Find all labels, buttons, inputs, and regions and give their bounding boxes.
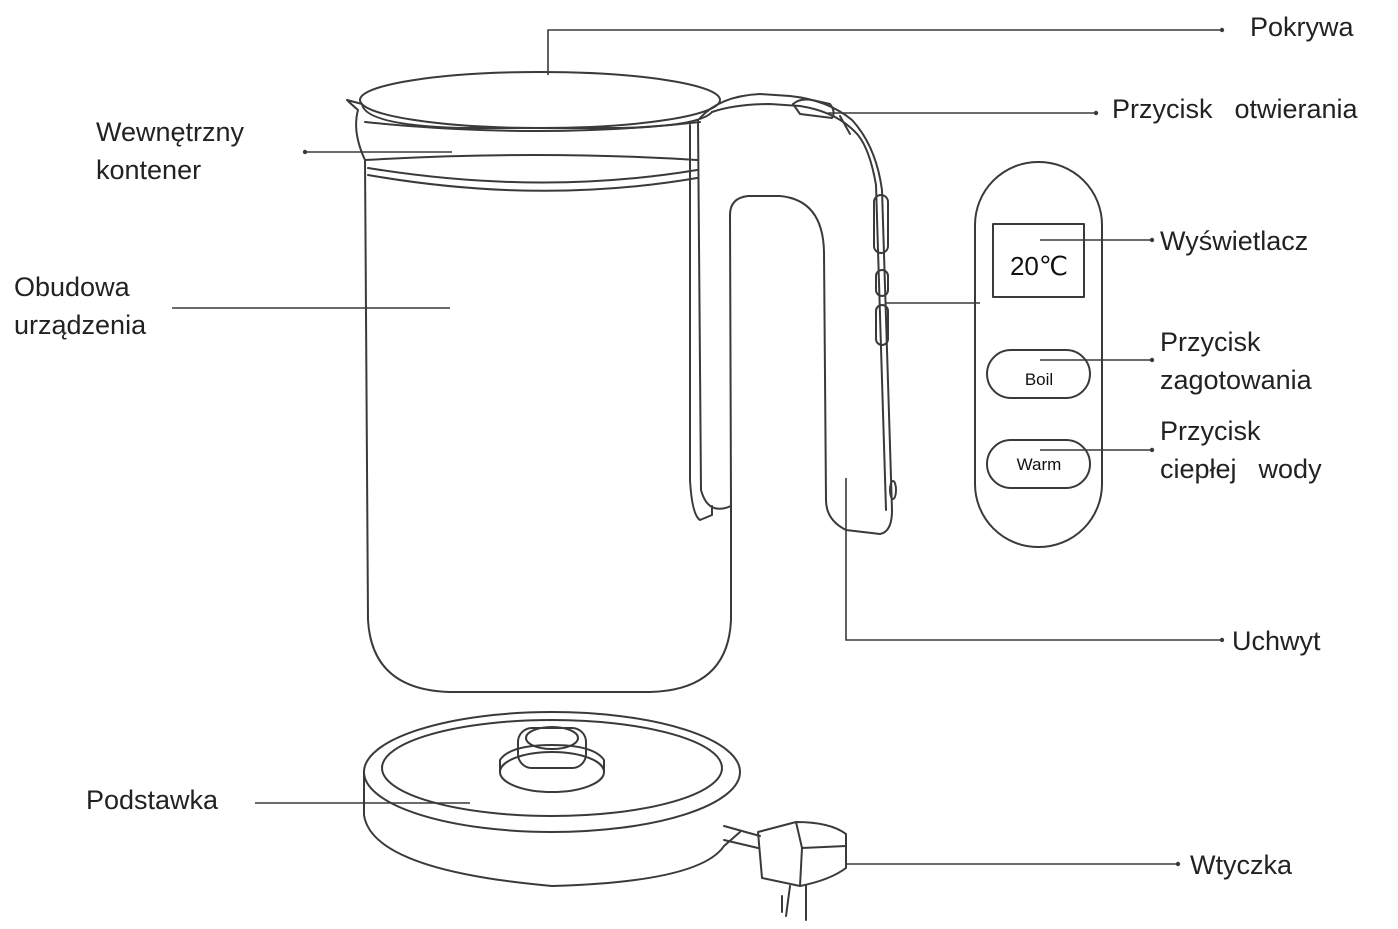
label-warm-button-word1: ciepłej — [1160, 454, 1237, 484]
label-inner-container-line1: Wewnętrzny — [96, 117, 245, 147]
leader-handle — [845, 478, 1222, 641]
label-boil-button: Przycisk zagotowania — [1160, 323, 1312, 399]
label-lid: Pokrywa — [1250, 12, 1354, 42]
label-plug: Wtyczka — [1190, 850, 1293, 880]
lid-drawing — [359, 71, 721, 132]
kettle-body-drawing — [346, 99, 732, 693]
handle-drawing — [699, 93, 897, 535]
label-boil-button-line1: Przycisk — [1160, 327, 1261, 357]
label-base: Podstawka — [86, 785, 219, 815]
label-handle: Uchwyt — [1232, 626, 1321, 656]
label-display: Wyświetlacz — [1160, 226, 1309, 256]
label-open-button-word1: Przycisk — [1112, 94, 1213, 124]
temperature-readout: 20℃ — [1010, 251, 1068, 281]
label-warm-button-line2: ciepłej wody — [1160, 450, 1322, 488]
leader-lid — [547, 29, 1222, 75]
leader-lines — [172, 29, 1222, 865]
warm-button-label: Warm — [1017, 455, 1062, 474]
label-open-button-word2: otwierania — [1234, 94, 1358, 124]
label-inner-container-line2: kontener — [96, 155, 202, 185]
label-inner-container: Wewnętrzny kontener — [96, 113, 244, 189]
boil-button-label: Boil — [1025, 370, 1053, 389]
label-boil-button-line2: zagotowania — [1160, 365, 1312, 395]
label-housing: Obudowa urządzenia — [14, 268, 146, 344]
base-drawing — [363, 711, 847, 921]
control-panel-drawing — [974, 161, 1103, 548]
label-warm-button-line1: Przycisk — [1160, 416, 1261, 446]
label-housing-line1: Obudowa — [14, 272, 130, 302]
label-open-button: Przycisk otwierania — [1112, 90, 1358, 128]
leader-dots — [302, 27, 1225, 867]
label-warm-button-word2: wody — [1258, 454, 1322, 484]
label-housing-line2: urządzenia — [14, 310, 147, 340]
label-warm-button: Przycisk ciepłej wody — [1160, 412, 1322, 488]
